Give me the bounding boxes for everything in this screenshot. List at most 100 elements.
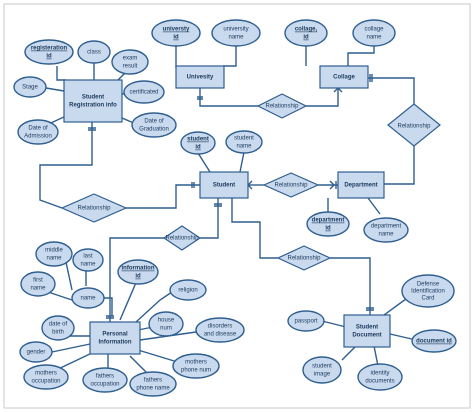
entity-collage[interactable]: Collage	[319, 65, 369, 89]
attribute-registration-id[interactable]: registeration id	[24, 39, 74, 65]
attribute-passport[interactable]: passport	[287, 310, 325, 332]
attribute-class[interactable]: class	[77, 40, 111, 64]
attribute-label: name	[80, 296, 96, 302]
attribute-label-line2: occupation	[90, 382, 119, 388]
attribute-student-id[interactable]: student id	[180, 131, 216, 155]
attribute-label-line1: department	[371, 224, 402, 230]
diagram-border	[3, 3, 471, 409]
attribute-date-of-admission[interactable]: Date of Admission	[17, 119, 59, 145]
attribute-label-line1: Date of	[28, 126, 48, 132]
entity-university[interactable]: Univesity	[175, 65, 225, 89]
attribute-label-line2: result	[123, 64, 138, 70]
entity-personal-information[interactable]: Personal Information	[89, 321, 141, 355]
relationship-label: Relationship	[77, 206, 111, 212]
relationship-label: Relationship	[287, 256, 321, 262]
entity-student-registration-info[interactable]: Student Registration info	[63, 79, 123, 123]
attribute-fathers-phone-name[interactable]: fathers phone name	[129, 371, 177, 397]
attribute-label: gender	[27, 350, 46, 356]
line-gender	[51, 343, 91, 353]
attribute-label-line2: id	[303, 35, 309, 41]
line-name	[104, 297, 113, 316]
entity-label: Department	[344, 183, 377, 189]
attribute-student-name[interactable]: student name	[225, 130, 263, 154]
line-relationship-personal	[109, 237, 165, 322]
attribute-label-line2: id	[195, 145, 201, 151]
attribute-label-line2: name	[46, 256, 62, 262]
line-defense-card	[379, 295, 411, 319]
attribute-religion[interactable]: religion	[169, 279, 207, 301]
attribute-fathers-occupation[interactable]: fathers occupation	[82, 367, 128, 393]
attribute-label: religion	[178, 288, 197, 294]
entity-student[interactable]: Student	[199, 171, 249, 199]
attribute-gender[interactable]: gender	[19, 341, 53, 363]
attribute-label-line1: identity	[370, 371, 389, 377]
attribute-label-line1: department	[312, 218, 345, 224]
attribute-label-line1: registeration	[31, 46, 68, 52]
attribute-disorders-and-disease[interactable]: disorders and disease	[195, 317, 245, 343]
attribute-date-of-birth[interactable]: date of birth	[41, 315, 75, 341]
attribute-label-line1: Defense	[417, 282, 440, 288]
attribute-label-line1: student	[312, 364, 332, 370]
attribute-university-name[interactable]: university name	[211, 19, 261, 47]
attribute-document-id[interactable]: document id	[411, 329, 457, 353]
attribute-certificated[interactable]: certificated	[123, 80, 165, 104]
attribute-department-name[interactable]: department name	[363, 217, 409, 243]
attribute-label-line2: name	[80, 262, 96, 268]
attribute-label-line2: Identification	[411, 289, 445, 295]
attribute-label: Stage	[22, 85, 38, 91]
line-relationship2-department	[384, 146, 415, 185]
attribute-label-line1: collage,	[295, 27, 318, 33]
relationship-collage-department[interactable]: Relationship	[387, 103, 441, 147]
entity-label-line2: Document	[352, 333, 381, 339]
attribute-label-line2: image	[314, 372, 331, 378]
attribute-identity-documents[interactable]: identity documents	[357, 363, 403, 391]
attribute-name[interactable]: name	[71, 287, 105, 309]
attribute-mothers-occupation[interactable]: mothers occupation	[23, 364, 69, 390]
attribute-label-line1: last	[83, 254, 93, 260]
line-department-name	[367, 197, 381, 215]
attribute-label-line1: disorders	[208, 324, 233, 330]
crowfoot-university	[197, 96, 203, 100]
entity-label-line1: Student	[82, 95, 104, 101]
relationship-registration-student[interactable]: Relationship	[60, 193, 128, 223]
attribute-last-name[interactable]: last name	[72, 248, 104, 272]
attribute-mothers-phone-num[interactable]: mothers phone num	[172, 353, 220, 379]
line-relationship-document	[330, 257, 371, 315]
attribute-exam-result[interactable]: exam result	[111, 49, 149, 75]
attribute-information-id[interactable]: information id	[117, 259, 159, 285]
attribute-label-line1: universty	[163, 27, 190, 33]
attribute-label-line1: first	[33, 278, 43, 284]
entity-label-line2: Information	[99, 340, 132, 346]
attribute-middle-name[interactable]: middle name	[35, 241, 73, 267]
attribute-department-id[interactable]: department id	[306, 211, 350, 237]
relationship-student-document[interactable]: Relationship	[276, 245, 332, 271]
line-registration-id	[56, 66, 66, 81]
relationship-university-collage[interactable]: Relationship	[256, 93, 308, 119]
attribute-stage[interactable]: Stage	[13, 76, 47, 98]
crowfoot-student-left	[191, 182, 195, 188]
attribute-student-image[interactable]: student image	[302, 356, 342, 384]
attribute-collage-name[interactable]: collage name	[352, 19, 396, 47]
relationship-label: Relationship	[165, 236, 199, 242]
relationship-student-department[interactable]: Relationship	[262, 172, 320, 198]
line-religion	[135, 291, 173, 323]
attribute-first-name[interactable]: first name	[20, 271, 56, 297]
entity-label-line2: Registration info	[69, 103, 117, 109]
entity-department[interactable]: Department	[337, 171, 385, 199]
relationship-student-personal[interactable]: Relationship	[162, 225, 202, 251]
attribute-label-line2: occupation	[31, 379, 60, 385]
attribute-defense-identification-card[interactable]: Defense Identification Card	[401, 274, 455, 308]
line-passport	[321, 320, 347, 328]
attribute-label: document id	[416, 339, 452, 345]
line-collage-relationship2	[366, 77, 415, 104]
attribute-date-of-graduation[interactable]: Date of Graduation	[131, 112, 177, 138]
attribute-university-id[interactable]: universty id	[151, 19, 201, 47]
attribute-house-num[interactable]: house num	[148, 311, 184, 337]
line-registration-relationship	[39, 122, 93, 209]
attribute-collage-id[interactable]: collage, id	[284, 19, 328, 47]
line-university-relationship	[199, 88, 258, 107]
entity-student-document[interactable]: Student Document	[343, 314, 391, 348]
attribute-label-line2: id	[46, 54, 52, 60]
